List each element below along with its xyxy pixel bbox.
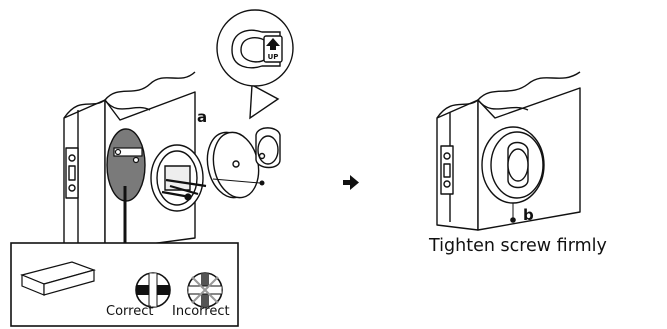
- up-callout: [216, 9, 294, 120]
- up-marker-text: UP: [268, 53, 279, 61]
- part-label-b: b: [523, 206, 534, 224]
- cover-plate: [206, 131, 260, 199]
- correct-label: Correct: [106, 304, 154, 319]
- mounting-plate: [150, 144, 204, 212]
- thumb-turn: [255, 127, 281, 169]
- installed-thumb-turn: [481, 126, 545, 204]
- part-label-a: a: [197, 108, 208, 126]
- key-bar: [20, 261, 96, 296]
- incorrect-icon: [187, 272, 223, 308]
- instruction-text: Tighten screw firmly: [429, 236, 607, 256]
- screws: [161, 178, 207, 201]
- right-arrow-icon: [343, 175, 359, 190]
- up-arrow-icon: [266, 38, 280, 50]
- tailpiece: [113, 147, 143, 164]
- screw-dot-b: [510, 217, 516, 223]
- incorrect-label: Incorrect: [172, 304, 230, 319]
- screw-dot-a: [259, 180, 265, 186]
- correct-icon: [135, 272, 171, 308]
- x-mark-icon: [191, 276, 219, 304]
